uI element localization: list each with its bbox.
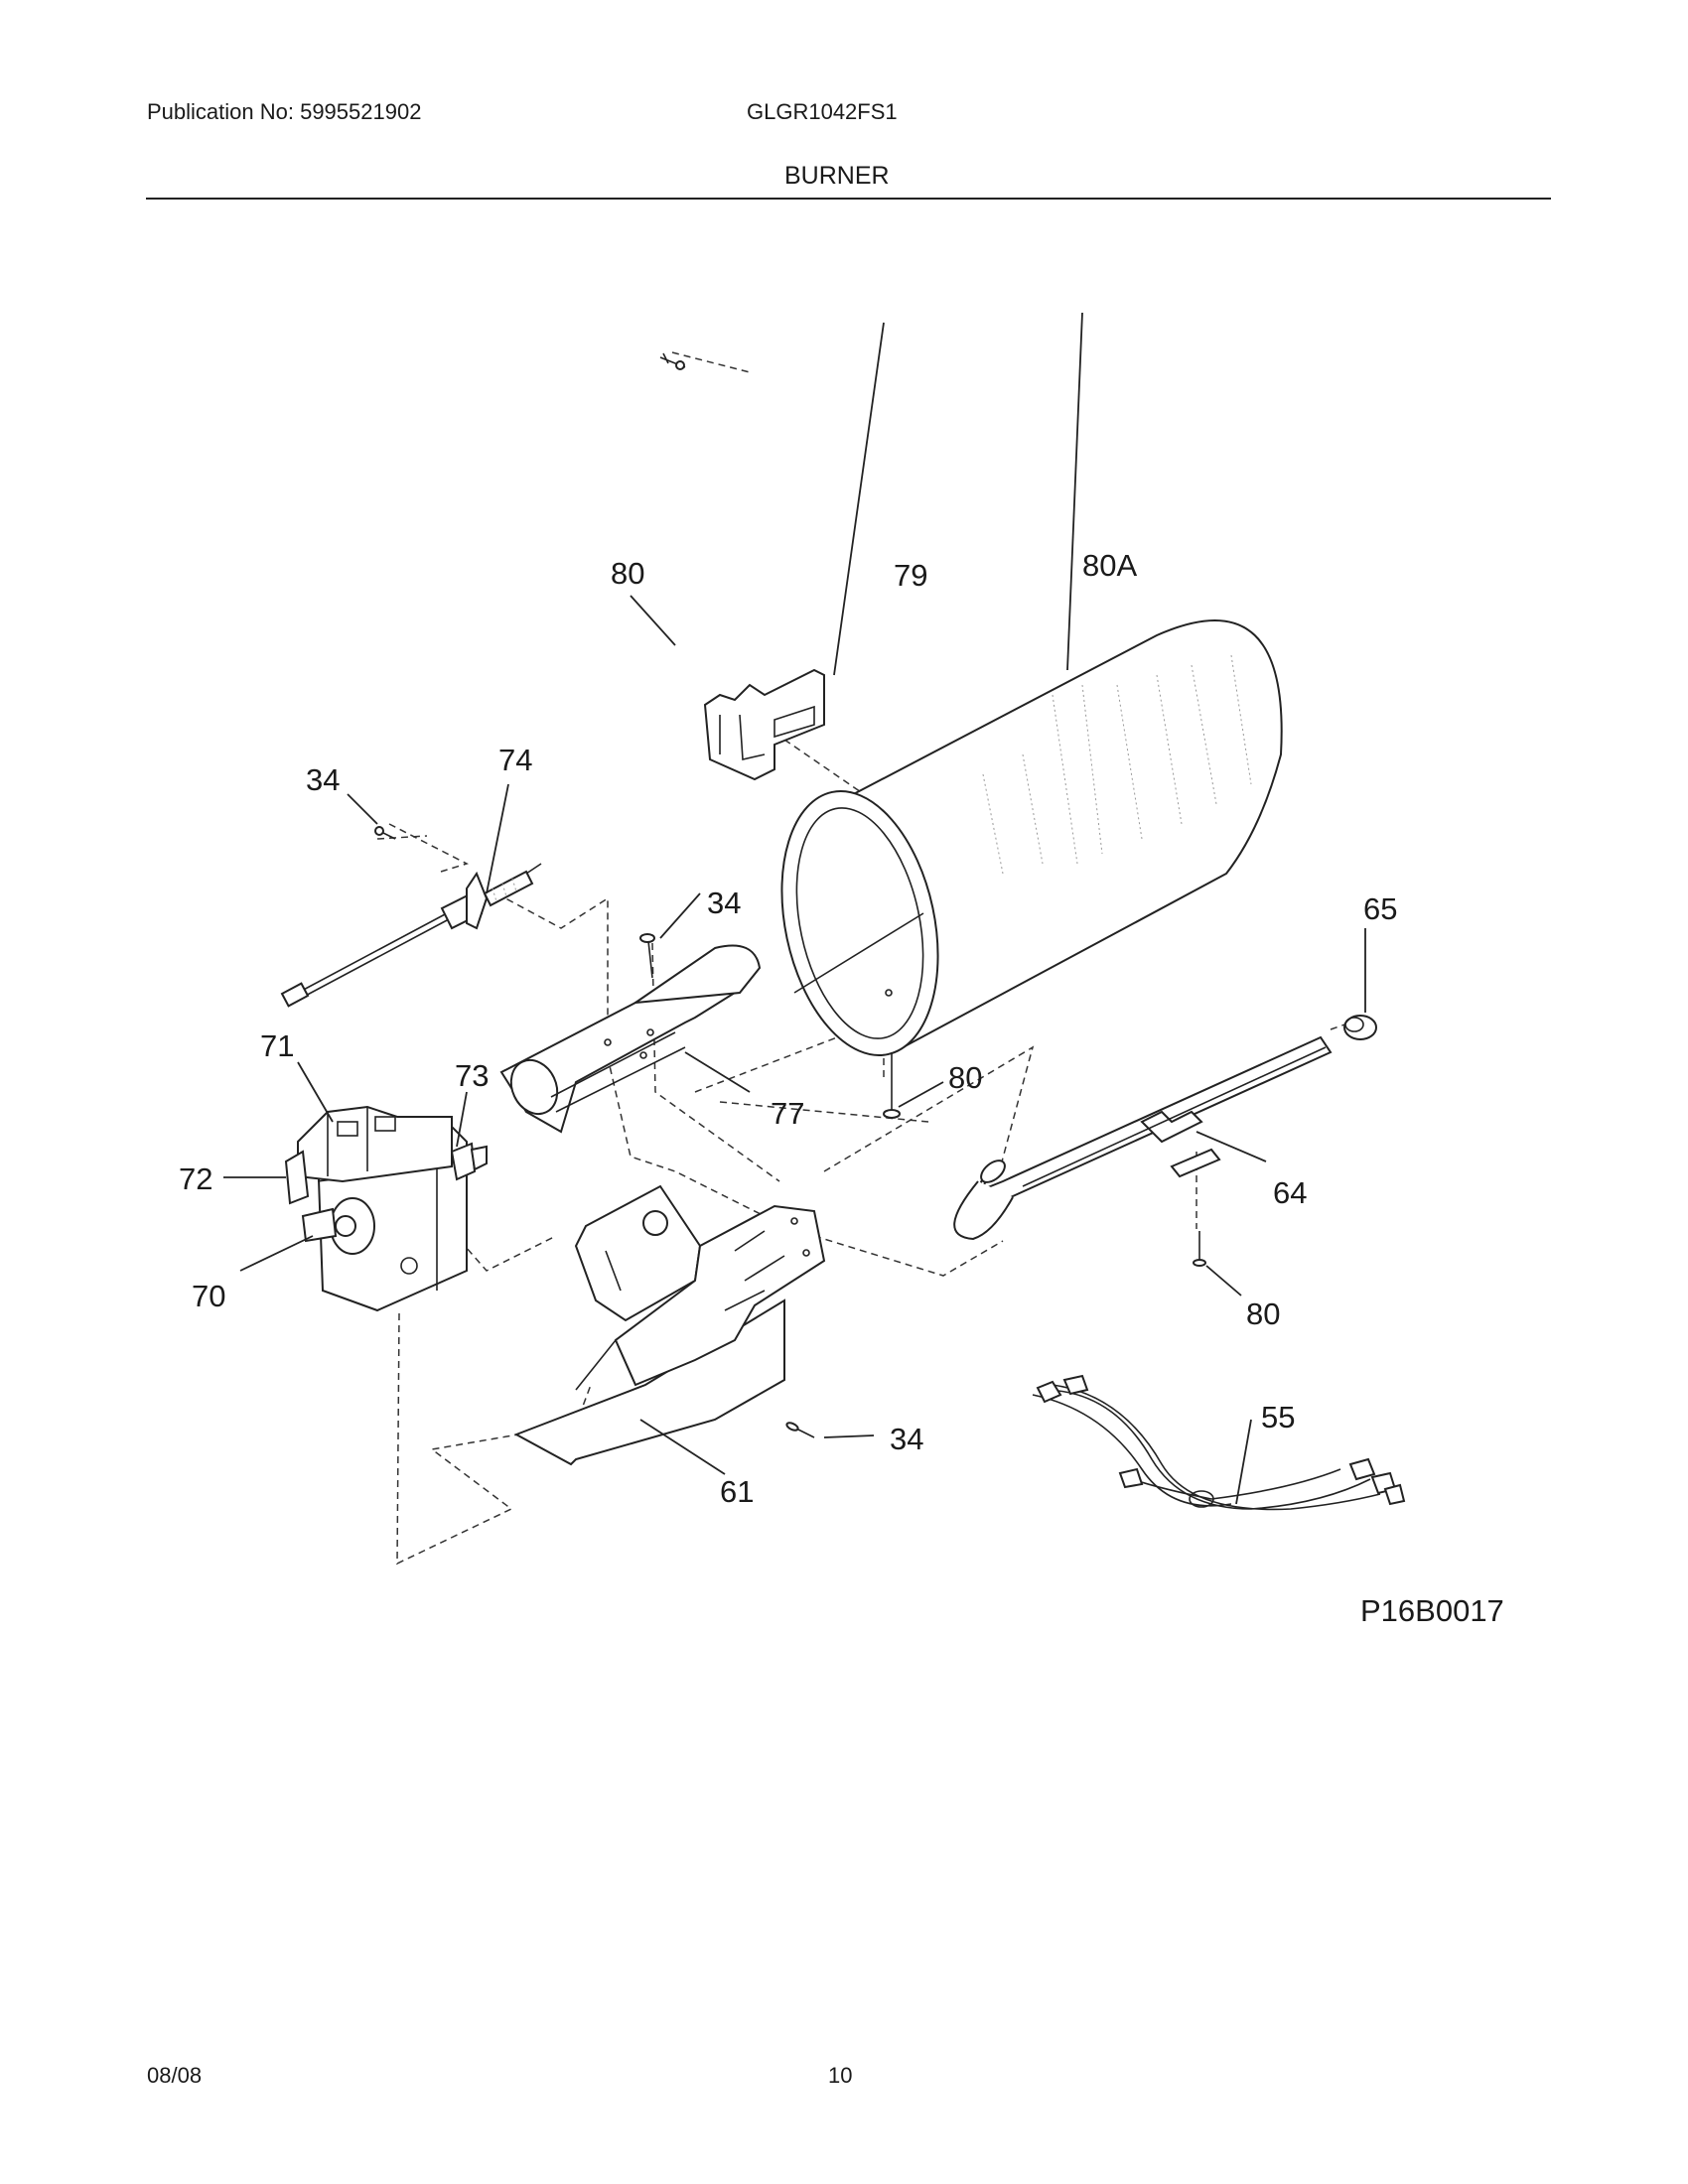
screw-80-top bbox=[659, 352, 686, 370]
callout-34-left: 34 bbox=[306, 762, 340, 797]
part-61-burner-bracket bbox=[513, 1184, 826, 1466]
callout-labels: 80 79 80A 34 74 34 65 71 73 80 77 72 64 … bbox=[179, 548, 1504, 1628]
part-77-burner-tube bbox=[499, 944, 762, 1134]
screw-80-right bbox=[1193, 1231, 1206, 1267]
screw-80-mid bbox=[883, 1052, 901, 1119]
callout-80a: 80A bbox=[1082, 548, 1137, 583]
callout-79: 79 bbox=[894, 558, 927, 593]
part-55-wire-harness bbox=[1032, 1374, 1406, 1511]
callout-61: 61 bbox=[720, 1474, 754, 1509]
footer-date: 08/08 bbox=[147, 2063, 203, 2088]
callout-64: 64 bbox=[1273, 1175, 1307, 1210]
part-64-manifold-pipe bbox=[953, 1035, 1333, 1241]
callout-70: 70 bbox=[192, 1279, 225, 1313]
callout-34-mid: 34 bbox=[707, 886, 741, 920]
part-74-igniter bbox=[280, 863, 542, 1008]
drawing-code: P16B0017 bbox=[1360, 1593, 1504, 1628]
part-72-coil-tab bbox=[284, 1150, 310, 1205]
callout-80-mid: 80 bbox=[948, 1060, 982, 1095]
callout-55: 55 bbox=[1261, 1400, 1295, 1434]
callout-74: 74 bbox=[498, 743, 532, 777]
leader-lines bbox=[223, 312, 1366, 1505]
screw-34-bottom bbox=[785, 1422, 815, 1438]
model-number: GLGR1042FS1 bbox=[747, 99, 898, 124]
callout-80-top: 80 bbox=[611, 556, 644, 591]
callout-77: 77 bbox=[771, 1096, 804, 1131]
part-73-inlet-fitting bbox=[450, 1142, 488, 1181]
screw-34-left bbox=[374, 826, 396, 840]
publication-number: Publication No: 5995521902 bbox=[147, 99, 422, 124]
callout-71: 71 bbox=[260, 1028, 294, 1063]
page-number: 10 bbox=[828, 2063, 853, 2088]
callout-73: 73 bbox=[455, 1058, 489, 1093]
section-title: BURNER bbox=[784, 162, 890, 190]
header-rule bbox=[146, 198, 1551, 200]
callout-34-bottom: 34 bbox=[890, 1422, 923, 1456]
part-71-valve-coil bbox=[297, 1105, 453, 1183]
callout-65: 65 bbox=[1363, 891, 1397, 926]
callout-72: 72 bbox=[179, 1161, 212, 1196]
part-80a-combustion-chamber bbox=[780, 619, 1283, 1056]
callout-80-right: 80 bbox=[1246, 1297, 1280, 1331]
part-79-bracket bbox=[703, 668, 825, 781]
part-65-orifice-cap bbox=[1343, 1015, 1377, 1040]
screw-34-mid bbox=[639, 933, 655, 979]
